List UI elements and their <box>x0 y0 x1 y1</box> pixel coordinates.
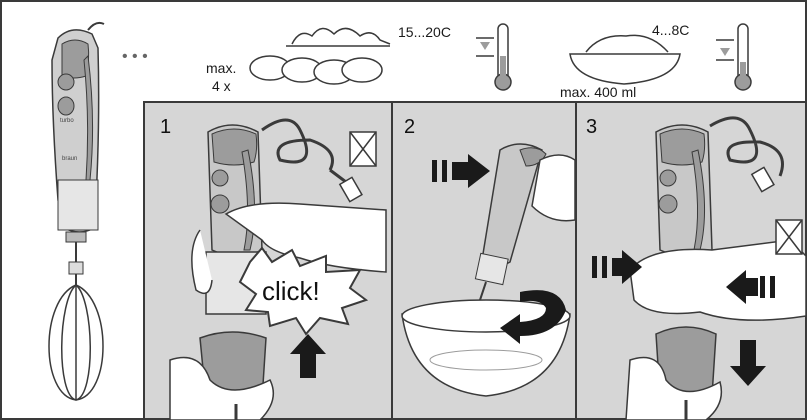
egg-whites-icon <box>249 27 391 85</box>
step1-bottom-hand <box>169 331 275 420</box>
cream-max-label: max. 400 ml <box>560 84 637 100</box>
eggs-temperature: 15...20C <box>398 24 451 40</box>
cream-bowl-icon <box>569 34 681 85</box>
arrow-up-icon <box>290 334 326 378</box>
push-arrow-icon <box>592 250 642 284</box>
cream-temperature: 4...8C <box>652 22 690 38</box>
step3-motor-unit <box>655 116 784 257</box>
push-arrow-icon <box>726 270 775 304</box>
no-dishwasher-icon <box>349 131 377 167</box>
step-number-1: 1 <box>160 116 172 138</box>
no-dishwasher-icon <box>775 219 803 255</box>
click-callout: click! <box>262 276 320 306</box>
arrow-down-icon <box>730 340 766 386</box>
hand-icon <box>629 239 807 321</box>
hand-icon <box>531 154 576 222</box>
hand-icon <box>191 202 387 295</box>
step3-whisk-release <box>625 326 723 420</box>
push-arrow-icon <box>432 154 490 188</box>
step-number-2: 2 <box>404 116 416 138</box>
dots-separator: • • • <box>122 48 148 65</box>
hand-blender-icon <box>48 21 105 401</box>
thermometer-icon <box>716 23 752 91</box>
thermometer-icon <box>476 23 512 91</box>
rotate-arrow-icon <box>500 290 566 344</box>
eggs-max-label: max. <box>206 60 237 76</box>
brand-logo: braun <box>62 156 78 162</box>
turbo-label: turbo <box>60 118 74 124</box>
click-burst-icon <box>238 246 369 336</box>
step-number-3: 3 <box>586 116 598 138</box>
eggs-count-label: 4 x <box>212 78 231 94</box>
